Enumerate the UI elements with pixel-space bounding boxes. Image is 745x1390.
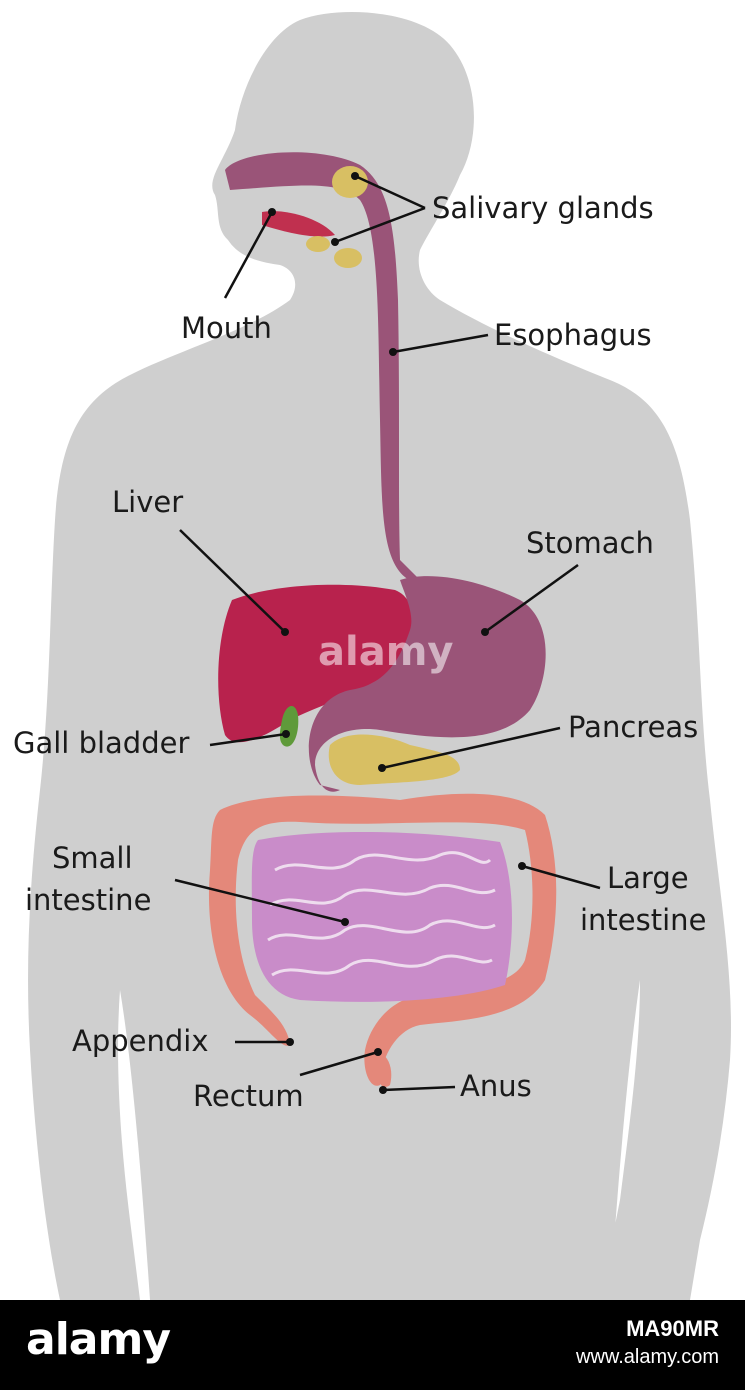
label-gall-bladder: Gall bladder xyxy=(13,726,189,760)
pointer-stomach xyxy=(484,563,579,634)
digestive-system-diagram: alamy Salivary glands Mouth Esophagus Li… xyxy=(13,12,731,1301)
mouth-shape xyxy=(262,211,335,237)
label-esophagus: Esophagus xyxy=(494,318,652,352)
salivary-gland-lower-1 xyxy=(306,236,330,252)
site-url: www.alamy.com xyxy=(576,1346,719,1368)
label-salivary-glands: Salivary glands xyxy=(432,191,654,225)
alamy-logo: alamy xyxy=(26,1314,171,1365)
liver-shape xyxy=(218,584,415,743)
large-intestine-shape xyxy=(208,793,557,1086)
label-mouth: Mouth xyxy=(181,311,272,345)
image-code: MA90MR xyxy=(626,1316,719,1341)
pointer-mouth xyxy=(223,211,274,299)
label-stomach: Stomach xyxy=(526,526,654,560)
esophagus-shape xyxy=(225,152,425,585)
rectum-shape xyxy=(368,1049,392,1087)
pointer-gall-bladder xyxy=(209,732,287,747)
pointer-esophagus xyxy=(392,333,489,354)
label-anus: Anus xyxy=(460,1069,532,1103)
salivary-gland-upper xyxy=(332,166,368,198)
pointer-pancreas xyxy=(381,726,561,770)
pointer-large-intestine xyxy=(521,864,601,890)
pointer-liver xyxy=(179,529,286,633)
salivary-gland-lower-2 xyxy=(334,248,362,268)
label-large-intestine-line2: intestine xyxy=(580,903,706,937)
label-large-intestine-line1: Large xyxy=(607,861,689,895)
pointer-anus xyxy=(382,1085,456,1092)
label-rectum: Rectum xyxy=(193,1079,304,1113)
label-liver: Liver xyxy=(112,485,183,519)
pointer-salivary-upper xyxy=(354,174,426,210)
label-appendix: Appendix xyxy=(72,1024,209,1058)
label-small-intestine-line1: Small xyxy=(52,841,133,875)
pancreas-shape xyxy=(328,734,460,785)
pointer-salivary-lower xyxy=(334,206,426,244)
footer-bar: alamy MA90MR www.alamy.com xyxy=(0,1300,745,1390)
label-pancreas: Pancreas xyxy=(568,710,698,744)
pointer-rectum xyxy=(299,1050,379,1077)
label-small-intestine-line2: intestine xyxy=(25,883,151,917)
pointer-small-intestine xyxy=(174,878,346,924)
small-intestine-shape xyxy=(251,831,512,1002)
pointer-lines xyxy=(174,174,601,1092)
watermark-text: alamy xyxy=(318,629,453,675)
